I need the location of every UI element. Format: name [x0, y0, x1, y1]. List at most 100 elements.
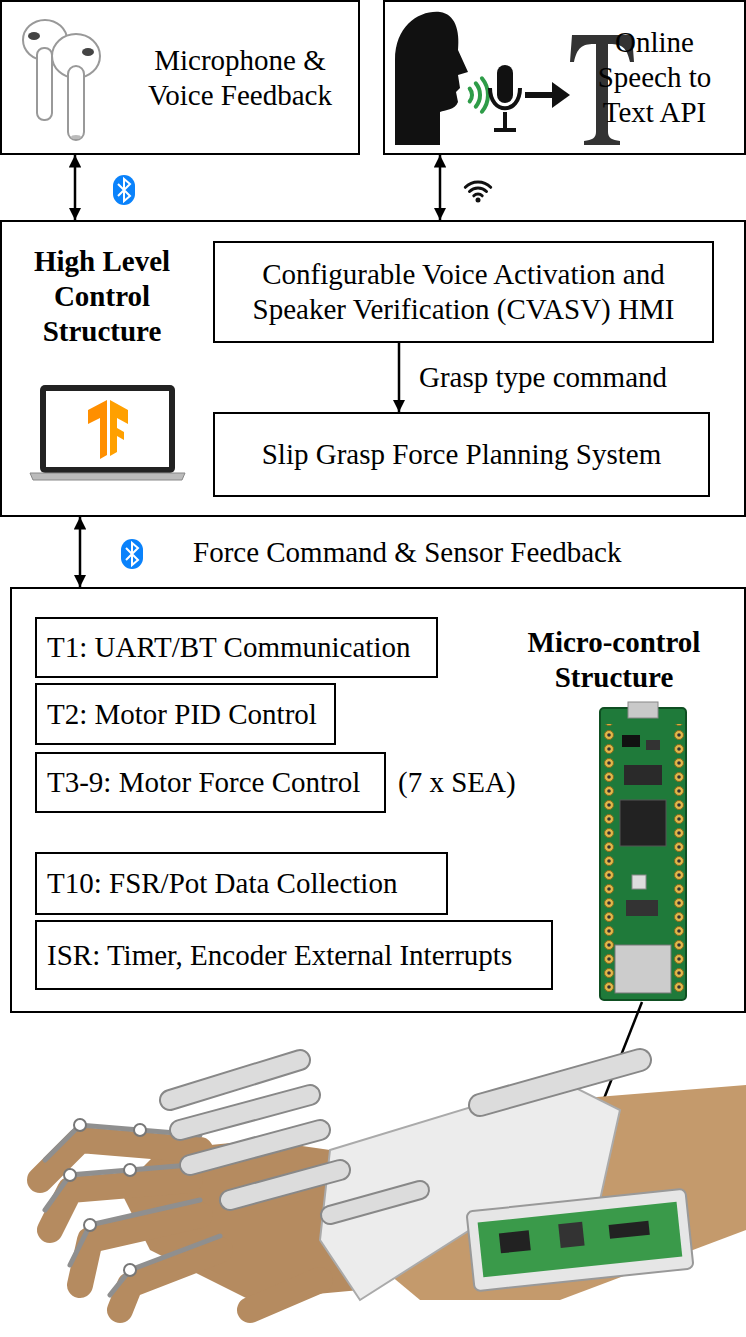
- connector-arrow: [398, 343, 401, 412]
- speech-to-text-icon: [497, 65, 513, 103]
- microcontroller-board: [600, 702, 686, 1000]
- box-label: Configurable Voice Activation and Speake…: [225, 257, 702, 327]
- box-label: Microphone & Voice Feedback: [140, 43, 340, 113]
- service-box: Online Speech to Text API: [383, 0, 746, 155]
- hand-exoskeleton: [230, 1170, 340, 1200]
- hand-exoskeleton: [170, 1060, 640, 1215]
- hand-exoskeleton: [250, 1280, 320, 1310]
- box-label: Slip Grasp Force Planning System: [262, 437, 662, 472]
- box-label: ISR: Timer, Encoder External Interrupts: [47, 938, 512, 973]
- laptop-icon: [30, 473, 185, 480]
- bluetooth-icon: [113, 175, 135, 205]
- hand-exoskeleton: [70, 1200, 200, 1265]
- hand-exoskeleton: [478, 1202, 683, 1278]
- earbuds-icon: [28, 32, 40, 40]
- hand-exoskeleton: [40, 1060, 746, 1310]
- microcontroller-board: [632, 875, 646, 889]
- hand-exoskeleton: [466, 1189, 693, 1292]
- microcontroller-board: [600, 708, 686, 1000]
- speech-to-text-icon: [503, 112, 507, 130]
- task-box: T10: FSR/Pot Data Collection: [35, 852, 448, 915]
- hand-exoskeleton: [180, 1095, 310, 1130]
- laptop-icon: [88, 400, 107, 459]
- hand-exoskeleton: [330, 1190, 420, 1215]
- wifi-icon: [474, 194, 482, 196]
- microcontroller-board: [602, 724, 616, 996]
- hand-exoskeleton: [558, 1222, 584, 1248]
- box-label: T3-9: Motor Force Control: [47, 765, 360, 800]
- speech-to-text-icon: [552, 82, 570, 108]
- speech-to-text-icon: [395, 12, 468, 145]
- task-box: T3-9: Motor Force Control: [35, 752, 386, 813]
- box-label: Online Speech to Text API: [580, 25, 730, 129]
- hand-exoskeleton: [480, 1060, 640, 1105]
- speech-to-text-icon: [525, 92, 555, 98]
- microcontroller-board: [615, 945, 671, 993]
- laptop-icon: [46, 391, 169, 467]
- control-group: Micro-control Structure T1: UART/BT Commu…: [10, 587, 746, 1013]
- hand-exoskeleton: [124, 1164, 136, 1176]
- bluetooth-icon: [126, 543, 138, 565]
- hand-exoskeleton: [110, 1236, 220, 1295]
- microcontroller-board: [620, 800, 666, 846]
- hand-exoskeleton: [64, 1119, 146, 1276]
- bluetooth-icon: [121, 539, 143, 569]
- box-label: T2: Motor PID Control: [47, 697, 317, 732]
- hand-exoskeleton: [134, 1124, 146, 1136]
- hand-exoskeleton: [480, 1060, 640, 1105]
- earbuds-icon: [71, 135, 81, 139]
- laptop-icon: [30, 385, 185, 480]
- microcontroller-board: [672, 724, 686, 996]
- hand-exoskeleton: [124, 1264, 136, 1276]
- earbuds-icon: [68, 66, 84, 140]
- wifi-icon: [465, 182, 490, 187]
- box-label: T10: FSR/Pot Data Collection: [47, 866, 397, 901]
- hand-exoskeleton: [190, 1130, 320, 1165]
- laptop-icon: [40, 385, 175, 473]
- group-heading: High Level Control Structure: [10, 244, 194, 348]
- microcontroller-board: [646, 740, 660, 750]
- microcontroller-board: [624, 765, 662, 785]
- earbuds-icon: [82, 48, 94, 56]
- hand-exoskeleton: [190, 1130, 320, 1165]
- group-heading: Micro-control Structure: [507, 625, 721, 695]
- hand-exoskeleton: [74, 1119, 86, 1131]
- speech-to-text-icon: [490, 88, 520, 108]
- task-box: T1: UART/BT Communication: [35, 617, 438, 678]
- hand-exoskeleton: [499, 1230, 531, 1253]
- task-box: ISR: Timer, Encoder External Interrupts: [35, 920, 553, 990]
- microcontroller-board: [622, 735, 640, 747]
- microcontroller-board: [626, 900, 658, 916]
- speech-to-text-icon: [470, 89, 472, 102]
- connector-arrow: [439, 155, 442, 220]
- speech-to-text-icon: [494, 128, 516, 132]
- hand-exoskeleton: [230, 1170, 340, 1200]
- wifi-icon: [465, 182, 490, 202]
- laptop-icon: [110, 400, 128, 456]
- microcontroller-board: [628, 702, 658, 718]
- device-box: Microphone & Voice Feedback: [0, 0, 360, 155]
- connector-arrow: [74, 155, 77, 220]
- annotation: (7 x SEA): [398, 765, 516, 800]
- task-box: T2: Motor PID Control: [35, 683, 336, 745]
- box-label: T1: UART/BT Communication: [47, 630, 410, 665]
- hand-exoskeleton: [120, 1250, 220, 1310]
- hand-exoskeleton: [84, 1219, 96, 1231]
- edge-label: Force Command & Sensor Feedback: [193, 535, 621, 570]
- hand-exoskeleton: [609, 1221, 650, 1239]
- hand-exoskeleton: [45, 1125, 220, 1295]
- earbuds-icon: [23, 20, 100, 140]
- hand-exoskeleton: [45, 1165, 190, 1210]
- hand-exoskeleton: [466, 1189, 693, 1292]
- connector-arrow: [79, 517, 82, 587]
- bluetooth-icon: [113, 175, 135, 205]
- hand-exoskeleton: [180, 1095, 310, 1130]
- edge-label: Grasp type command: [419, 360, 667, 395]
- wifi-icon: [470, 188, 487, 192]
- speech-to-text-icon: [470, 78, 488, 111]
- speech-to-text-icon: [476, 83, 480, 106]
- bluetooth-icon: [118, 179, 130, 201]
- earbuds-icon: [37, 48, 52, 120]
